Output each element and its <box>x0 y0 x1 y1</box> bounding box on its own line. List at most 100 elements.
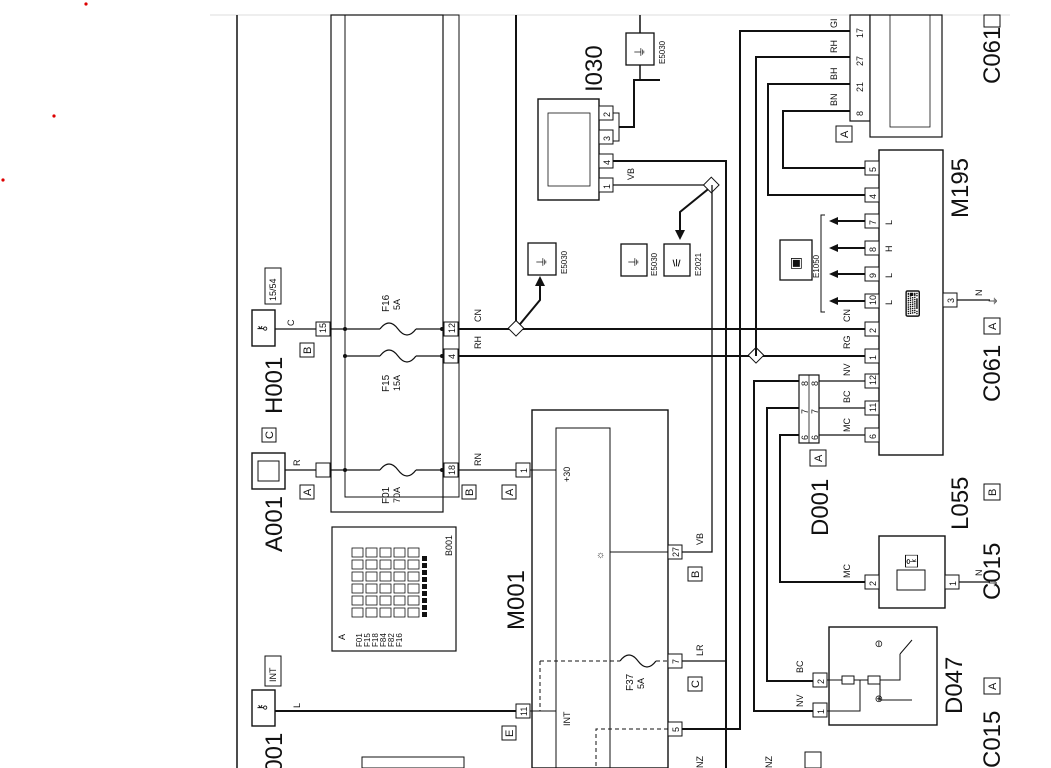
connector-letter-box <box>501 484 517 500</box>
connector-letter-a: A <box>987 322 999 330</box>
fuse-slot <box>379 547 392 558</box>
e5030-mid-box <box>620 243 648 277</box>
pin-1: 1 <box>602 184 612 189</box>
fuse-slot <box>407 559 420 570</box>
wire-nv: NV <box>842 363 852 376</box>
component-c015-a: C015 <box>979 711 1006 768</box>
connector-letter-b: B <box>464 489 476 496</box>
pin-11: 11 <box>519 707 529 716</box>
connector-letter-box <box>687 566 703 582</box>
diagnostic-laptop-icon: ⌨ <box>903 289 925 318</box>
m001-inner <box>555 427 611 768</box>
wire-5-m001 <box>682 30 850 730</box>
component-c015-b: C015 <box>979 543 1006 600</box>
resistor <box>841 675 855 685</box>
wire-gi: GI <box>829 18 839 28</box>
fuse-slot <box>365 559 378 570</box>
fuse-f37-rating: 5A <box>636 678 646 689</box>
fusebox-legend-item: F15 <box>363 633 372 647</box>
fuse-slot <box>351 595 364 606</box>
output-level-label: L <box>884 300 894 305</box>
int-switch-box <box>251 689 276 727</box>
fuse-slot-filled <box>422 605 427 610</box>
component-m195: M195 <box>947 158 974 218</box>
bracket <box>820 214 825 313</box>
relay-bracket <box>613 112 620 142</box>
node <box>343 468 347 472</box>
fuse-f37-symbol <box>619 654 657 668</box>
wire-nz-cut: NZ <box>695 756 705 768</box>
wire-vb <box>613 160 727 768</box>
m195-pin-number: 2 <box>868 328 878 333</box>
fuse-slot <box>407 571 420 582</box>
fuse-slot <box>365 583 378 594</box>
fuse-slot <box>393 571 406 582</box>
fusebox-legend-item: F01 <box>355 633 364 647</box>
m195-pin-number: 11 <box>868 403 878 412</box>
fuse-slot <box>351 571 364 582</box>
fuse-slot <box>351 559 364 570</box>
wire-rn: RN <box>473 453 483 466</box>
connector-letter-b: B <box>987 489 999 496</box>
terminal-tag <box>264 655 282 687</box>
pin-15: 15 <box>318 323 328 333</box>
component-c061-top: C061 <box>979 27 1006 84</box>
fuse-slot <box>393 559 406 570</box>
connector-letter-box <box>983 14 1001 28</box>
pin-4: 4 <box>602 160 612 165</box>
pin-27: 27 <box>855 56 865 66</box>
lamp-symbol-icon: ☼ <box>595 551 606 560</box>
plus-icon: ⊕ <box>874 695 885 703</box>
pin-5: 5 <box>671 727 681 732</box>
node <box>440 468 444 472</box>
wire-rh: RH <box>473 336 483 349</box>
terminal-e5030: E5030 <box>560 250 569 274</box>
fusebox-legend-item: F84 <box>379 633 388 647</box>
fuse-f15-rating: 15A <box>392 375 402 391</box>
component-i030: I030 <box>581 45 608 92</box>
wire-nv-down <box>753 380 813 712</box>
component-d001: D001 <box>807 479 834 536</box>
solenoid-coil <box>896 569 926 591</box>
fuse-f16-label: F16 <box>381 294 392 312</box>
fuse-slot <box>365 571 378 582</box>
horn-icon: ⚟ <box>670 257 684 268</box>
component-l055: L055 <box>947 477 974 530</box>
fuse-slot <box>379 607 392 618</box>
wire-cn: CN <box>473 309 483 322</box>
m195-pin-number: 7 <box>868 220 878 225</box>
fuse-box-outline <box>330 14 444 513</box>
m195-pin-number: 12 <box>868 375 878 385</box>
fuse-slot <box>351 547 364 558</box>
output-arrow-head <box>829 270 838 278</box>
fuse-slot <box>379 595 392 606</box>
splice <box>702 176 720 194</box>
m195-pin-box <box>864 348 880 364</box>
top-connector-body <box>869 14 943 138</box>
fuse-f15-label: F15 <box>381 374 392 392</box>
pin-box <box>598 129 614 145</box>
connector-letter-b: B <box>690 571 702 578</box>
key-icon: ⚿ <box>902 554 922 568</box>
node <box>343 354 347 358</box>
connector-letter-box <box>835 125 853 143</box>
pin-8: 8 <box>855 111 865 116</box>
key-icon: ⚷ <box>255 324 269 333</box>
wire-cn: CN <box>842 309 852 322</box>
ground-symbol-icon: ⏚ <box>535 256 549 268</box>
connector-letter-e: E <box>504 730 516 737</box>
terminal-tag <box>264 267 282 305</box>
fuse-slot <box>379 571 392 582</box>
connector-letter-box <box>299 342 315 358</box>
fuse-slot <box>379 559 392 570</box>
pin-3: 3 <box>602 136 612 141</box>
terminal-e1050: E1050 <box>812 254 821 278</box>
pin-2: 2 <box>816 679 826 684</box>
wire-bc: BC <box>842 390 852 403</box>
wire-rh: RH <box>829 40 839 53</box>
component-a001: A001 <box>261 496 288 552</box>
pin-6: 6 <box>800 435 810 440</box>
fuse-slot-filled <box>422 584 427 589</box>
connector-letter-box <box>299 484 315 500</box>
